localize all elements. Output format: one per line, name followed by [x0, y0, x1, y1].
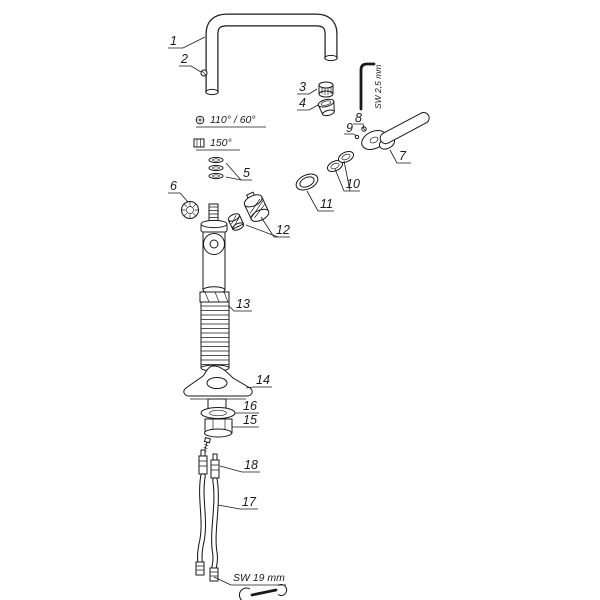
part-label-17: 17	[242, 495, 257, 509]
part-label-4: 4	[299, 96, 306, 110]
check-valve	[227, 213, 245, 231]
cartridge-sleeve	[295, 173, 319, 191]
detent-ball	[354, 134, 360, 140]
part-labels: 1 2 3 4 5 6 7 8 9 10 11 12 13 14 15 16 1…	[168, 34, 411, 510]
knurled-ring	[181, 201, 199, 219]
set-screw	[361, 126, 367, 132]
part-label-12: 12	[276, 223, 290, 237]
part-label-14: 14	[256, 373, 270, 387]
shank-bellows	[199, 291, 230, 372]
part-label-5: 5	[243, 166, 250, 180]
wrench-icon	[238, 584, 288, 600]
aerator-insert	[318, 81, 334, 98]
spout-tube	[205, 13, 338, 96]
part-label-9: 9	[346, 121, 353, 135]
swivel-range-alt-label: 150°	[210, 137, 232, 149]
cartridge	[243, 191, 270, 222]
part-label-3: 3	[299, 80, 306, 94]
wrench-size-label: SW 19 mm	[233, 572, 285, 584]
ring-pair	[326, 150, 355, 173]
part-label-13: 13	[236, 297, 250, 311]
supply-hoses	[195, 473, 219, 582]
part-label-6: 6	[170, 179, 177, 193]
spout-seal-screw	[200, 69, 208, 77]
hex-key	[359, 62, 376, 111]
o-ring-set	[208, 156, 224, 180]
swivel-stop-screw-icon	[195, 115, 205, 125]
part-label-15: 15	[243, 413, 257, 427]
part-label-10: 10	[346, 177, 360, 191]
handle-lever	[378, 112, 430, 150]
part-label-7: 7	[399, 149, 407, 163]
mounting-washer	[200, 407, 236, 419]
faucet-body	[200, 203, 228, 294]
part-label-8: 8	[355, 111, 362, 125]
part-label-1: 1	[170, 34, 177, 48]
part-label-16: 16	[243, 399, 257, 413]
swivel-range-label: 110° / 60°	[210, 114, 256, 126]
swivel-stop-insert-icon	[193, 138, 205, 148]
base-plate	[183, 365, 253, 411]
part-label-2: 2	[180, 52, 188, 66]
aerator-housing	[317, 98, 335, 117]
hex-key-size-label: SW 2,5 mm	[373, 65, 383, 109]
part-label-18: 18	[244, 458, 258, 472]
mounting-nut	[204, 418, 233, 438]
hose-connectors	[198, 449, 220, 479]
part-label-11: 11	[320, 197, 333, 211]
